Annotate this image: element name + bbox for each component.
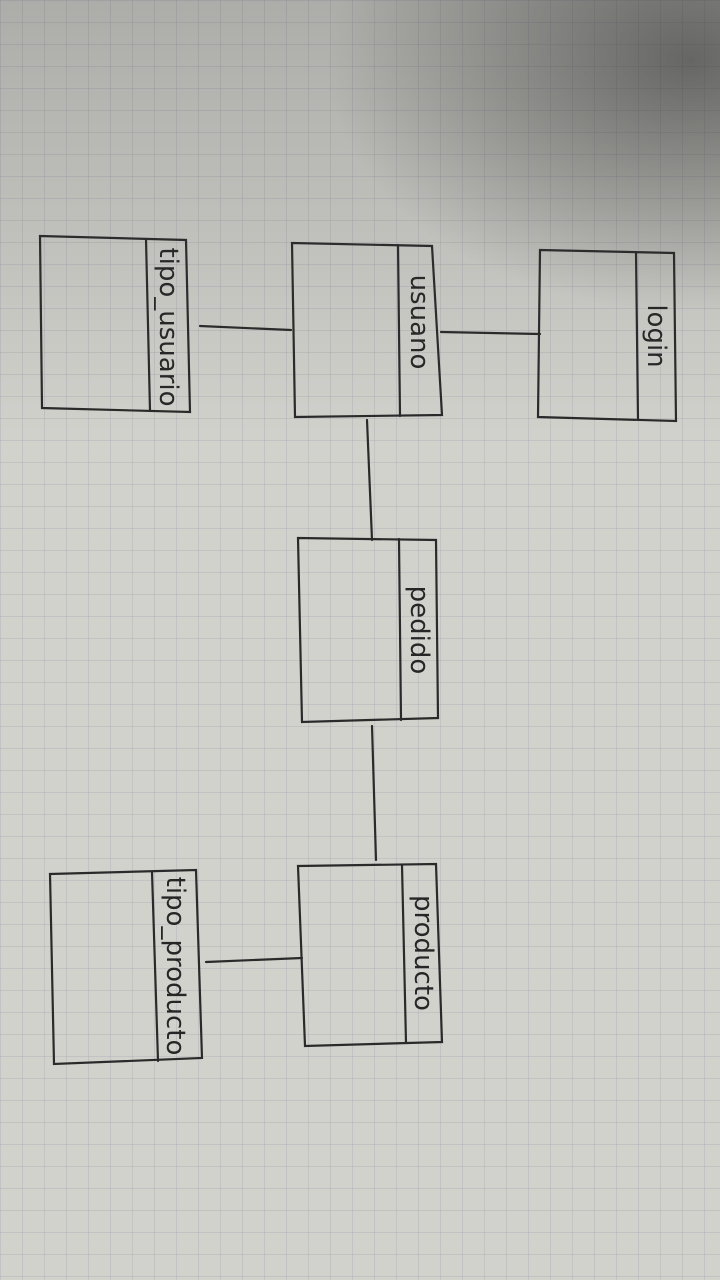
entity-pedido-label: pedido	[404, 586, 434, 675]
relation-tipo-producto-producto	[204, 956, 304, 964]
entity-tipo-usuario-label: tipo_usuario	[153, 247, 183, 406]
relation-usuario-pedido	[365, 418, 374, 542]
relation-pedido-producto	[370, 724, 378, 862]
entity-tipo-producto: tipo_producto	[48, 868, 204, 1066]
entity-login: login	[536, 248, 678, 423]
entity-producto: producto	[296, 862, 444, 1048]
entity-tipo-producto-label: tipo_producto	[160, 877, 190, 1056]
entity-usuario: usuano	[290, 241, 444, 419]
entity-tipo-usuario: tipo_usuario	[38, 234, 192, 414]
relation-usuario-login	[439, 330, 542, 336]
entity-login-label: login	[641, 304, 671, 367]
relation-tipo-usuario-usuario	[198, 324, 293, 332]
entity-pedido: pedido	[296, 536, 440, 724]
entity-producto-label: producto	[408, 895, 438, 1011]
entity-usuario-label: usuano	[404, 275, 434, 370]
